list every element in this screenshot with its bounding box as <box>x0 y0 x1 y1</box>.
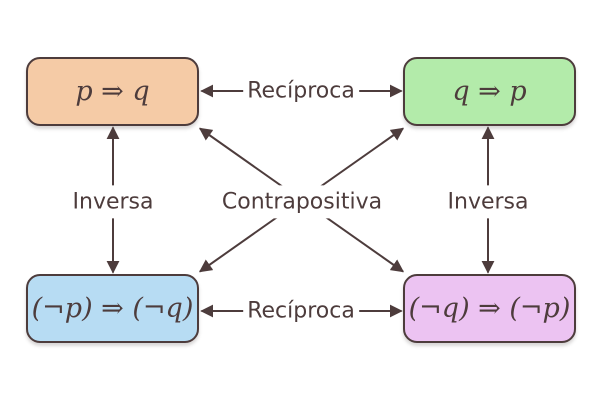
label-reciproca-top: Recíproca <box>243 74 359 108</box>
label-reciproca-bottom: Recíproca <box>243 294 359 328</box>
formula-not-q-implies-not-p: (¬q) ⇒ (¬p) <box>408 293 571 324</box>
formula-p-implies-q: p ⇒ q <box>75 76 150 107</box>
box-not-p-implies-not-q: (¬p) ⇒ (¬q) <box>26 274 199 343</box>
box-p-implies-q: p ⇒ q <box>26 57 199 126</box>
box-not-q-implies-not-p: (¬q) ⇒ (¬p) <box>403 274 576 343</box>
label-inversa-left: Inversa <box>68 185 158 219</box>
box-q-implies-p: q ⇒ p <box>403 57 576 126</box>
label-inversa-right: Inversa <box>443 185 533 219</box>
formula-q-implies-p: q ⇒ p <box>452 76 527 107</box>
label-contrapositiva: Contrapositiva <box>217 185 387 219</box>
formula-not-p-implies-not-q: (¬p) ⇒ (¬q) <box>31 293 194 324</box>
